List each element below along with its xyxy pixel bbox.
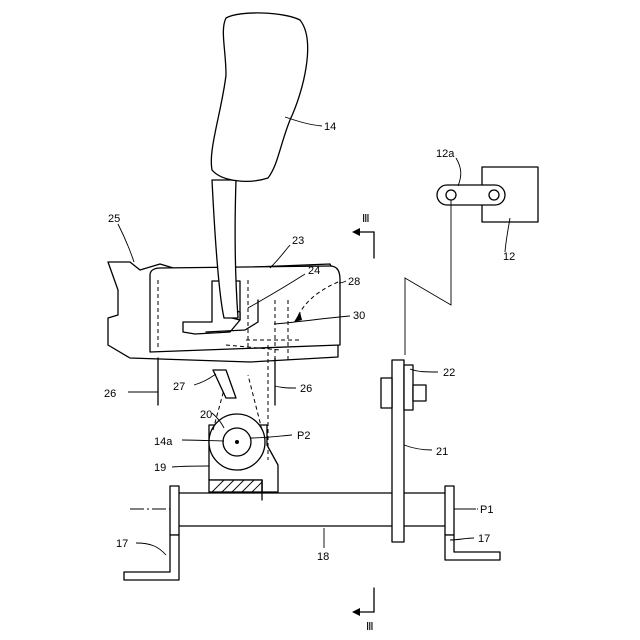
label-gate-plate: 23 xyxy=(292,235,304,247)
label-lever-end: 14a xyxy=(154,436,173,448)
label-support-left: 26 xyxy=(104,388,116,400)
knob-14 xyxy=(211,13,307,181)
foot-17-left xyxy=(124,535,179,580)
label-foot-left: 17 xyxy=(116,538,128,550)
shaft-18 xyxy=(176,493,448,526)
label-pivot-point: P2 xyxy=(297,430,310,442)
label-support-right: 26 xyxy=(300,383,312,395)
shaft-flange-right xyxy=(445,486,454,535)
link-21 xyxy=(392,360,404,542)
label-actuator: 12 xyxy=(503,251,515,263)
actuator-assembly xyxy=(405,167,538,355)
bolt-nut xyxy=(413,385,426,401)
section-mark-top: Ⅲ xyxy=(352,213,374,258)
label-pivot: 20 xyxy=(200,409,212,421)
label-lever-arm: 12a xyxy=(436,148,455,160)
arm-hole-left xyxy=(446,190,456,200)
pivot-center xyxy=(235,440,239,444)
bracket-22 xyxy=(404,365,413,410)
bolt-head xyxy=(381,378,392,408)
label-bracket: 27 xyxy=(173,381,185,393)
label-bolt-bracket: 22 xyxy=(443,367,455,379)
shaft-assembly xyxy=(124,486,500,580)
label-link: 21 xyxy=(436,446,448,458)
gate-plate-23 xyxy=(150,266,340,352)
bracket-27 xyxy=(213,370,236,398)
label-knob: 14 xyxy=(324,121,336,133)
label-base-plate: 25 xyxy=(108,213,120,225)
label-arrow-region: 28 xyxy=(348,276,360,288)
label-foot-right: 17 xyxy=(478,533,490,545)
cable xyxy=(405,200,451,355)
shaft-flange-left xyxy=(170,486,179,535)
label-pin: 30 xyxy=(353,310,365,322)
label-gate-slot: 24 xyxy=(308,265,320,277)
label-axis: P1 xyxy=(480,504,493,516)
section-label-top: Ⅲ xyxy=(362,213,370,225)
label-holder: 19 xyxy=(154,462,166,474)
label-shaft: 18 xyxy=(317,551,329,563)
arm-hole-right xyxy=(489,190,499,200)
foot-17-right xyxy=(445,535,500,560)
section-label-bottom: Ⅲ xyxy=(366,621,374,633)
section-mark-bottom: Ⅲ xyxy=(352,588,374,633)
